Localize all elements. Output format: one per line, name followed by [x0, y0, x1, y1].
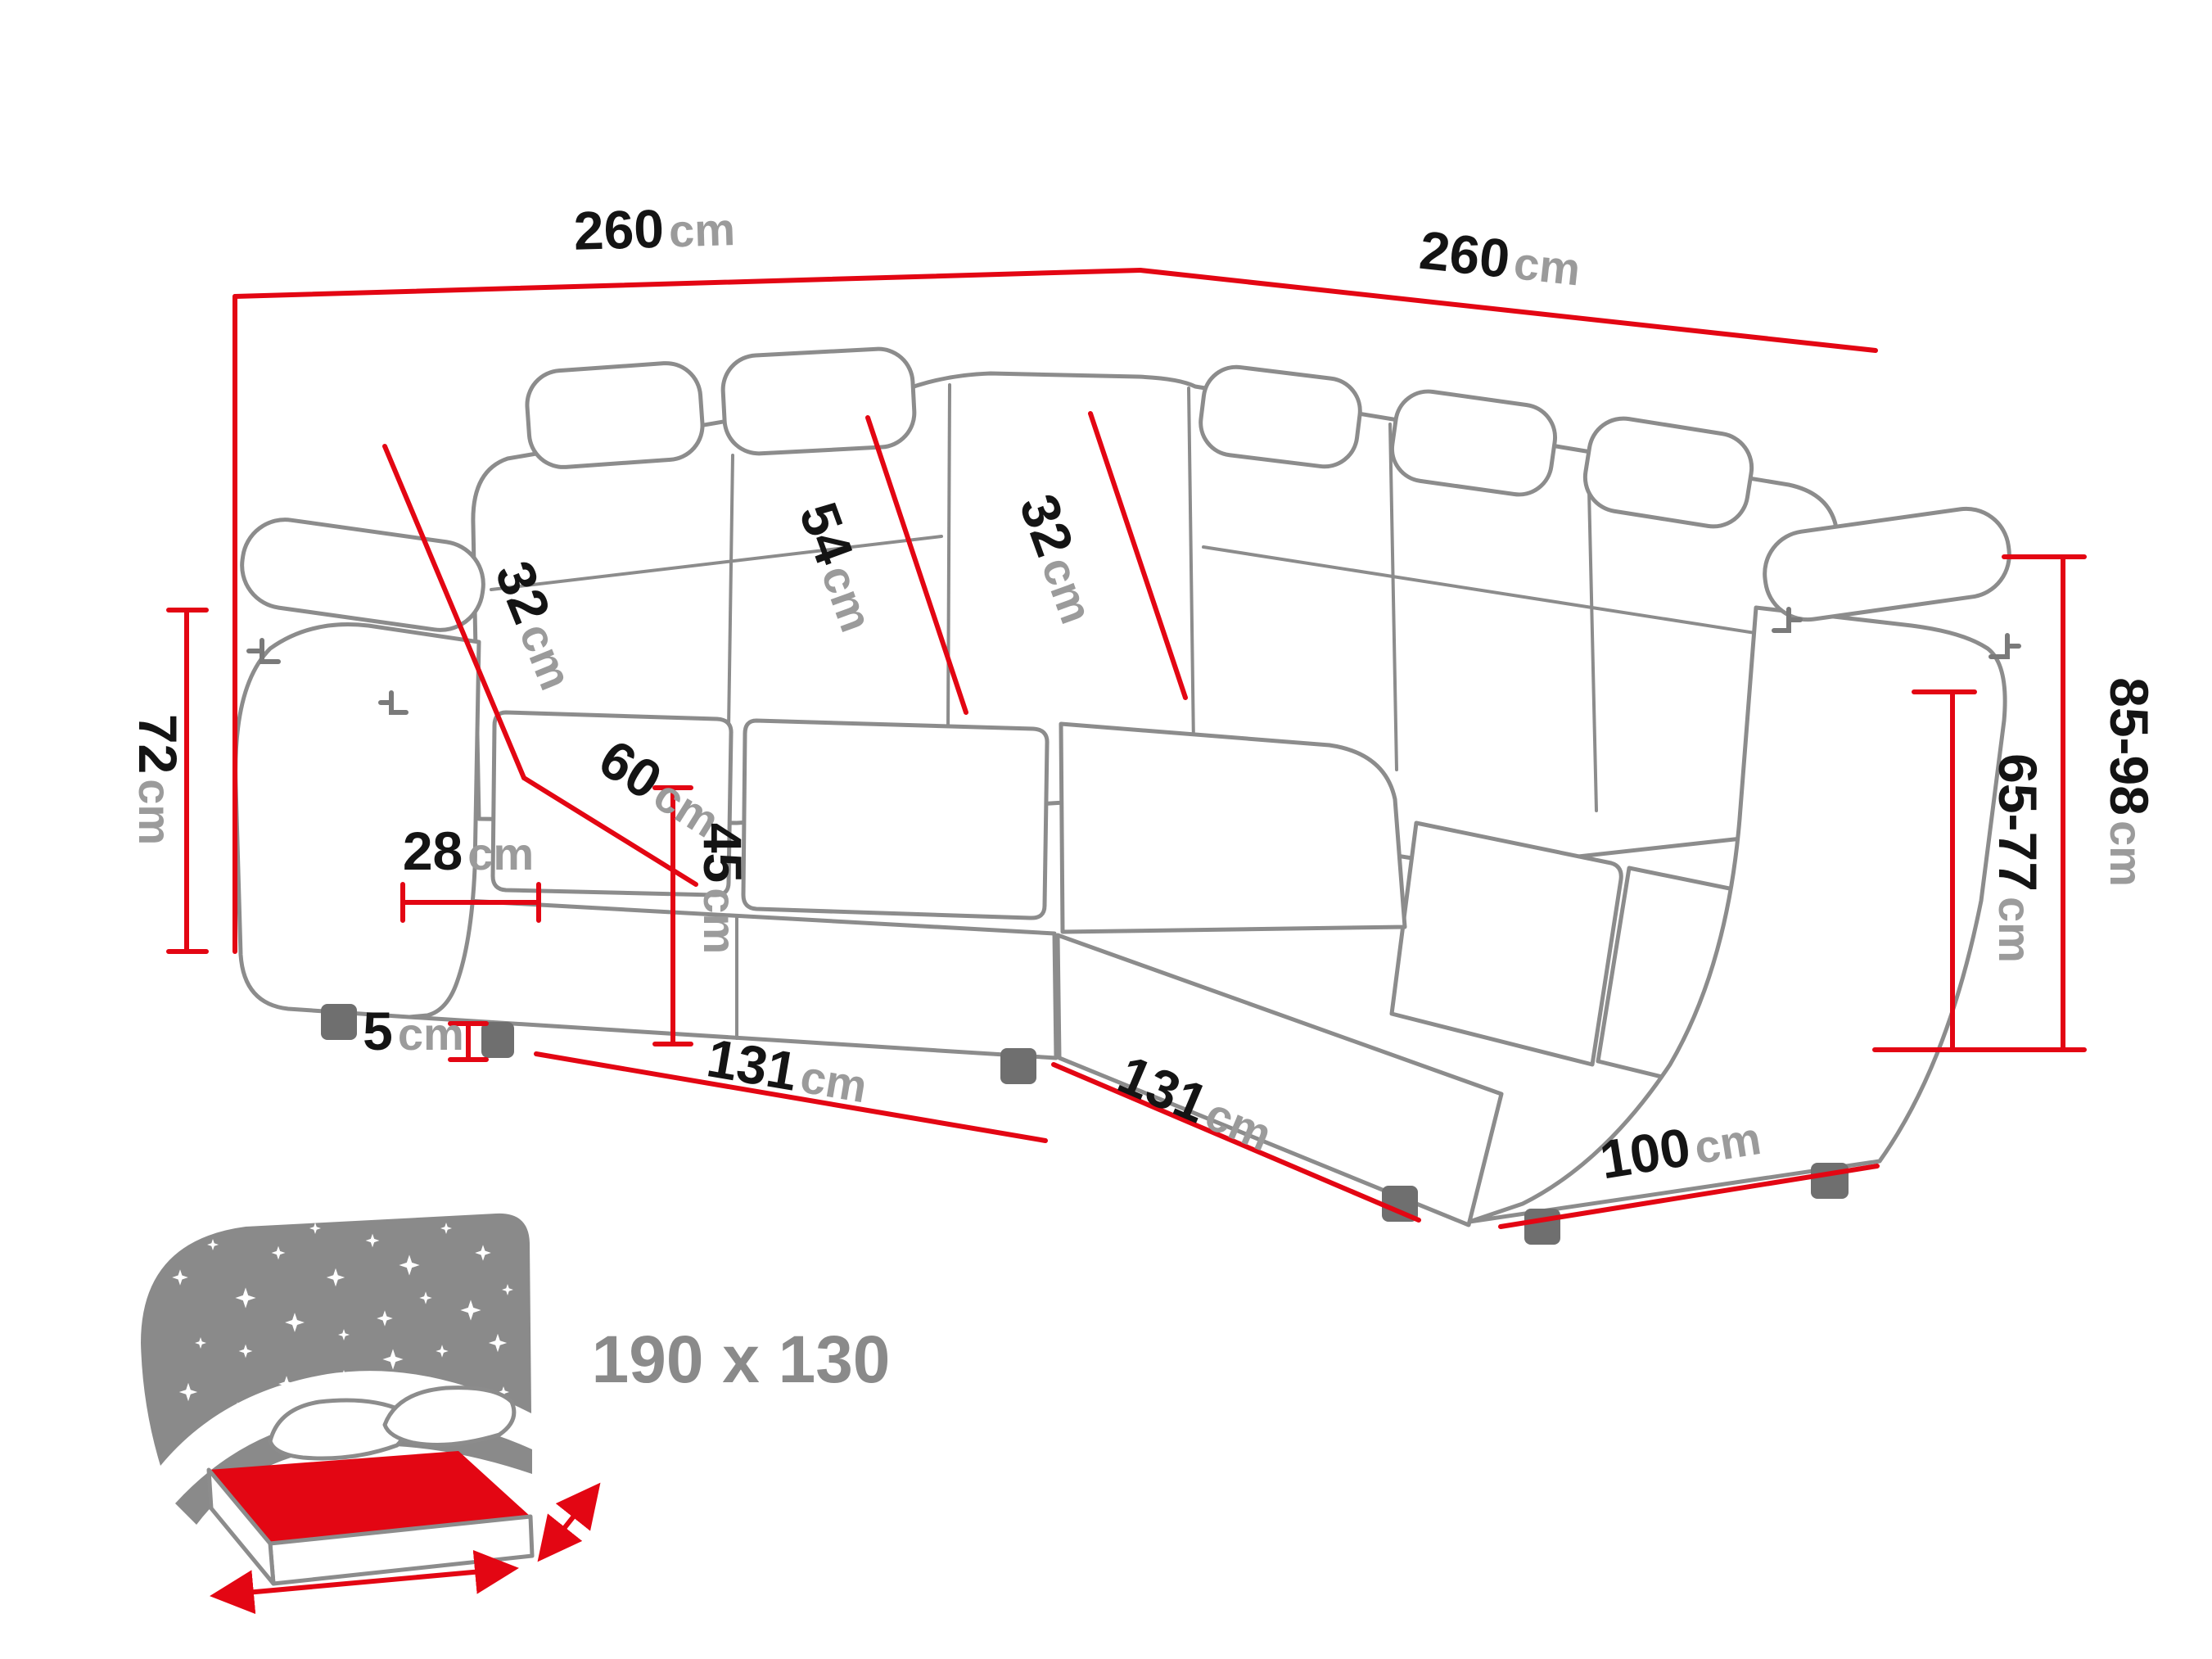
headrest-cushion [1389, 389, 1558, 497]
left-armrest [233, 622, 481, 1019]
headrest-cushion [1582, 416, 1754, 529]
dim-width-right-label: 260cm [1417, 219, 1584, 297]
dimension-line-backrest-height [1912, 689, 1977, 1052]
sleeping-area-label: 190 x 130 [592, 1322, 891, 1397]
headrest-cushion [525, 361, 705, 469]
sofa-leg [481, 1022, 514, 1058]
dimension-line-armrest-width [400, 882, 541, 923]
blanket-shape [141, 1213, 531, 1466]
hinge-icon [1772, 607, 1803, 633]
dim-seat-height-label: 45cm [693, 823, 753, 954]
dim-seat-length-left-label: 131cm [703, 1027, 873, 1114]
hinge-icon [246, 638, 281, 664]
dimension-line-seat-length-left [534, 1051, 1048, 1143]
dimension-line-seat-length-right [1051, 1062, 1421, 1223]
mattress-top [209, 1451, 530, 1544]
dimension-frame [232, 268, 1878, 954]
seat-cushion-left-2 [741, 718, 1050, 920]
dimension-lines [166, 268, 2087, 1229]
dim-backrest-height-label: 65-77cm [1988, 753, 2048, 963]
hinge-icon [378, 690, 409, 715]
right-armrest [1467, 605, 2007, 1224]
dim-width-left-label: 260cm [573, 196, 736, 261]
sofa-leg [1382, 1186, 1418, 1222]
dim-side-depth-label: 100cm [1596, 1105, 1764, 1190]
dimension-line-side-height [166, 608, 209, 954]
pillow [382, 1386, 517, 1447]
dimension-line-leg-height [448, 1021, 489, 1062]
backrest-seams [490, 383, 1835, 812]
dimension-line-backrest-cushion [865, 415, 968, 715]
dimension-line-headrest-left [382, 444, 526, 780]
seat-cushion-corner [1059, 721, 1407, 934]
dim-total-height-label: 85-98cm [2099, 677, 2160, 887]
dimension-line-total-height [1872, 554, 2087, 1052]
dimension-line-side-depth [1498, 1164, 1880, 1229]
sofa-leg [1811, 1163, 1849, 1199]
dimension-line-headrest-right [1088, 411, 1188, 700]
sofa-leg [1000, 1048, 1036, 1084]
dimension-line-seat-depth [521, 775, 698, 887]
headrest-cushion [1199, 364, 1362, 469]
dim-side-height-label: 72cm [128, 714, 188, 845]
dimension-line-seat-height [652, 785, 693, 1046]
sleeping-area-icon: 190 x 130 [141, 1213, 891, 1615]
seat-cushion-right-1 [1389, 820, 1623, 1067]
headrest-cushion [720, 346, 917, 456]
sofa-leg [1524, 1209, 1560, 1245]
hinge-icon [1989, 633, 2021, 659]
sofa-leg [321, 1004, 357, 1040]
left-armrest-pillow [240, 518, 485, 632]
right-armrest-pillow [1763, 506, 2011, 622]
seat-front-right [1055, 933, 1504, 1227]
sofa-illustration [233, 346, 2021, 1245]
mattress-width-arrow [210, 1549, 519, 1615]
mattress-depth-arrow [537, 1482, 601, 1562]
